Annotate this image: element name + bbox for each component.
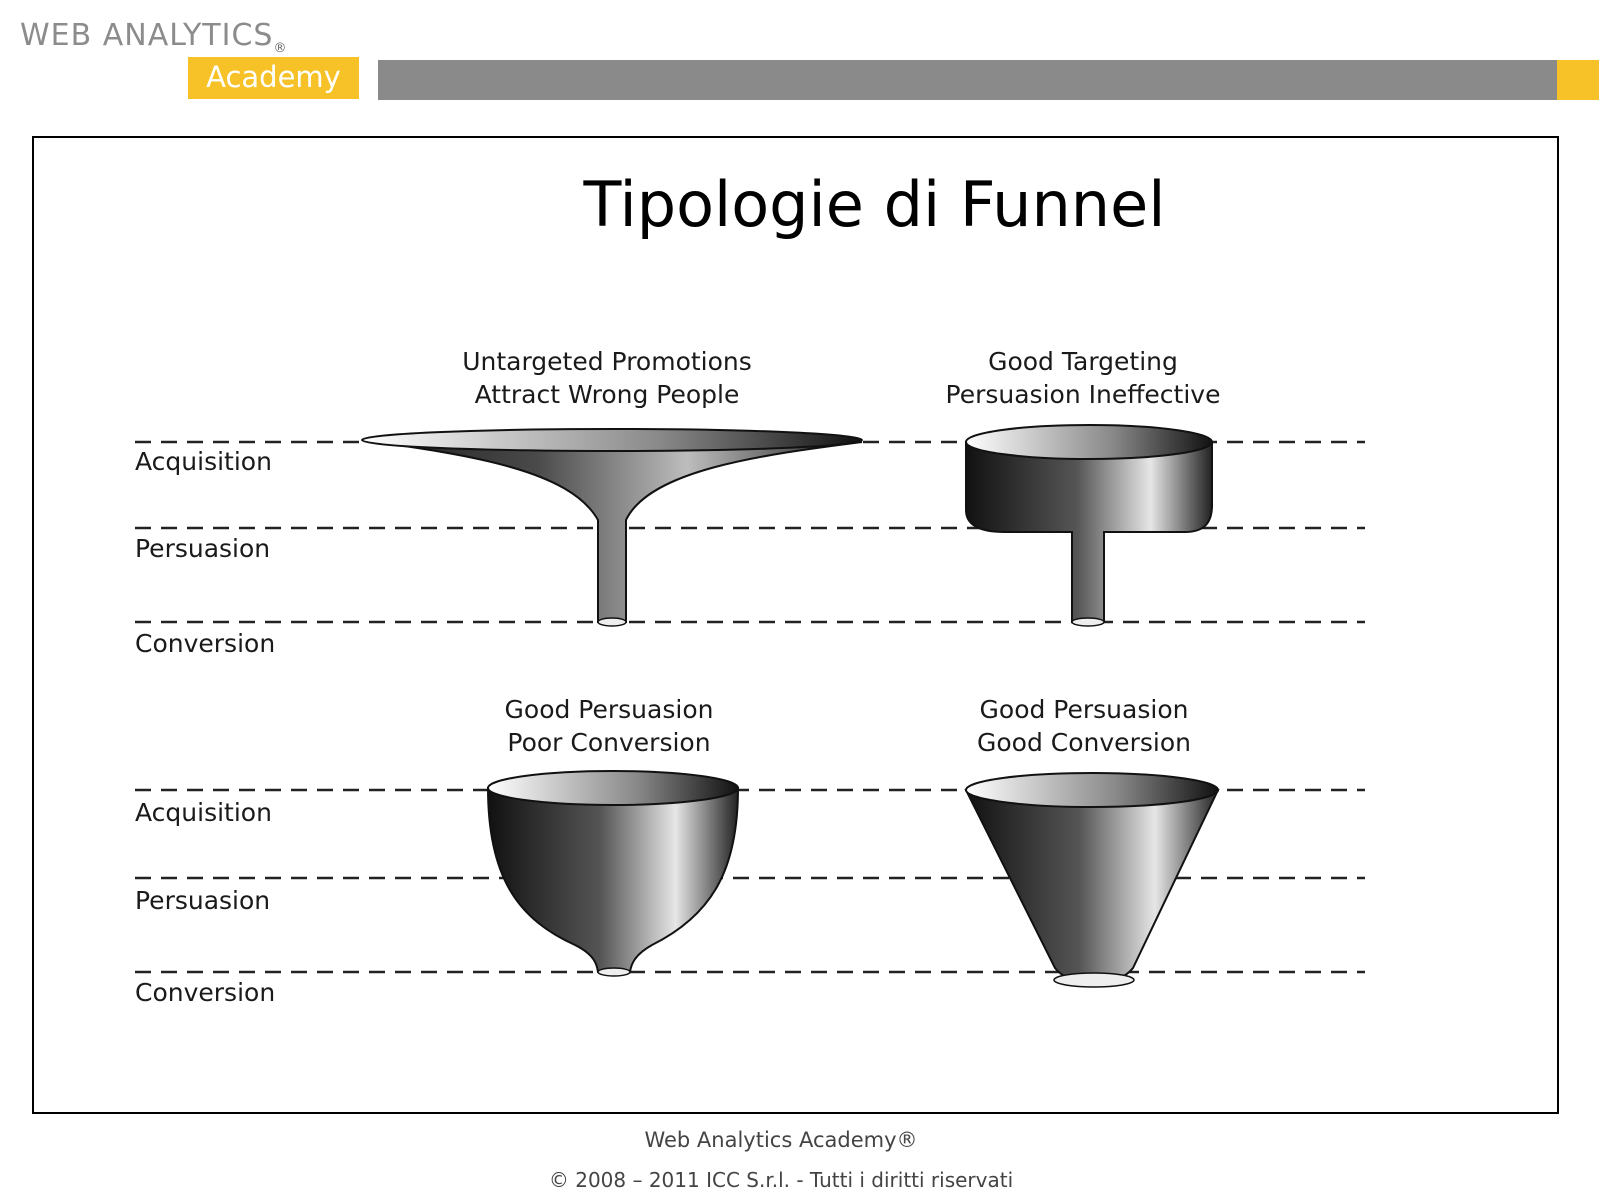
- stage-label-conversion-top: Conversion: [135, 629, 275, 658]
- funnel-good-conversion: [964, 772, 1220, 988]
- header-accent: [1557, 60, 1599, 100]
- funnel-4-caption-line1: Good Persuasion: [980, 695, 1189, 724]
- funnel-untargeted-promotions: [361, 428, 863, 627]
- header-bar: [378, 60, 1557, 100]
- funnel-good-targeting: [965, 424, 1213, 627]
- funnel-3-caption-line2: Poor Conversion: [507, 728, 710, 757]
- funnel-poor-conversion: [486, 770, 740, 977]
- logo-academy-badge: Academy: [188, 57, 359, 99]
- stage-label-acquisition-top: Acquisition: [135, 447, 272, 476]
- logo-text: WEB ANALYTICS: [20, 18, 274, 53]
- stage-label-persuasion-bottom: Persuasion: [135, 886, 270, 915]
- logo-registered-mark: ®: [273, 41, 288, 56]
- funnel-4-caption-line2: Good Conversion: [977, 728, 1191, 757]
- funnel-diagram: Acquisition Persuasion Conversion Acquis…: [135, 347, 1365, 1007]
- stage-label-persuasion-top: Persuasion: [135, 534, 270, 563]
- funnel-1-caption-line2: Attract Wrong People: [475, 380, 740, 409]
- funnel-1-caption-line1: Untargeted Promotions: [462, 347, 752, 376]
- logo-wordmark: WEB ANALYTICS®: [20, 18, 287, 56]
- funnel-3-caption-line1: Good Persuasion: [505, 695, 714, 724]
- stage-label-acquisition-bottom: Acquisition: [135, 798, 272, 827]
- footer-brand: Web Analytics Academy®: [644, 1128, 918, 1152]
- footer-copyright: © 2008 – 2011 ICC S.r.l. - Tutti i dirit…: [548, 1168, 1014, 1192]
- stage-label-conversion-bottom: Conversion: [135, 978, 275, 1007]
- slide-frame: [32, 136, 1559, 1114]
- funnel-2-caption-line2: Persuasion Ineffective: [946, 380, 1221, 409]
- funnel-2-caption-line1: Good Targeting: [988, 347, 1178, 376]
- slide-title: Tipologie di Funnel: [583, 168, 1166, 241]
